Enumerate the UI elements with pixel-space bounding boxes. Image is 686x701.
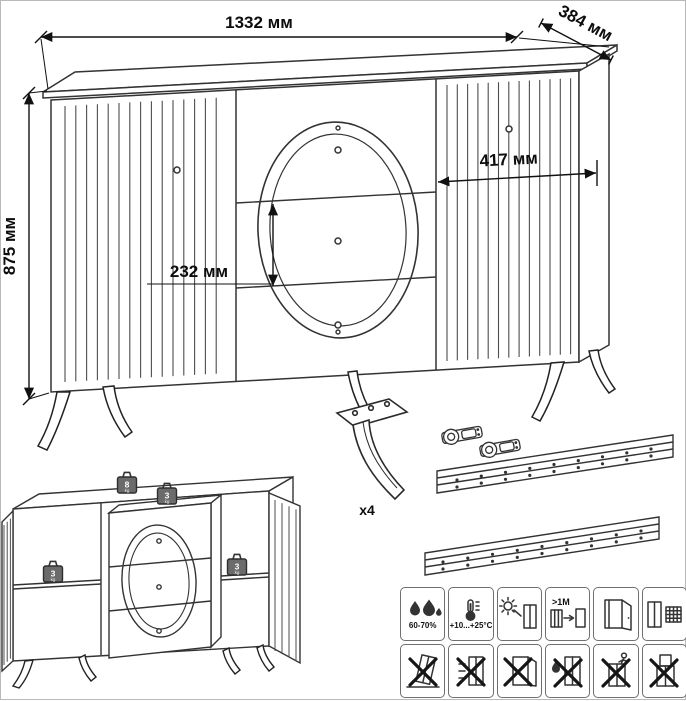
open-view-legs — [11, 643, 276, 689]
sunlight-protection-icon — [496, 587, 542, 641]
svg-text:kg: kg — [165, 499, 170, 504]
right-door-knob — [505, 125, 513, 133]
temperature-icon: +10...+25°C — [448, 587, 494, 641]
depth-dimension-label: 384 мм — [555, 1, 615, 45]
width-dimension-label: 1332 мм — [225, 13, 293, 32]
center-drawer-unit — [106, 493, 224, 659]
left-door-knob — [173, 166, 181, 174]
main-cabinet — [36, 43, 618, 451]
svg-text:3: 3 — [165, 491, 170, 501]
no-drag-icon — [448, 644, 494, 698]
door-ventilation-icon — [593, 587, 639, 641]
svg-text:kg: kg — [51, 577, 56, 582]
inner-width-dimension: 417 мм — [437, 148, 598, 187]
weight-badge-center: 3 kg — [156, 482, 178, 505]
left-door-flutes — [64, 97, 217, 382]
hinge — [479, 438, 521, 458]
weight-badge-left-shelf: 3 kg — [42, 560, 64, 583]
open-left-door-flutes — [3, 518, 11, 665]
no-moisture-icon — [544, 644, 591, 698]
svg-text:>1M: >1M — [552, 597, 570, 607]
height-dimension: 875 мм — [1, 86, 50, 406]
inner-width-dimension-label: 417 мм — [479, 148, 538, 170]
svg-text:kg: kg — [125, 488, 130, 493]
humidity-icon: 60-70% — [400, 587, 446, 641]
no-move-open-icon — [496, 644, 542, 698]
center-drawers — [235, 121, 437, 339]
temperature-label: +10...+25°C — [449, 620, 493, 630]
leg-detail: x4 — [335, 398, 409, 518]
no-tilt-icon — [400, 644, 446, 698]
drawer-knob — [334, 237, 342, 245]
weight-badge-top: 8 kg — [116, 471, 138, 494]
open-right-door — [268, 491, 301, 665]
drawer-slides — [424, 434, 674, 576]
cabinet-body — [50, 52, 610, 393]
open-view-cabinet: 8 kg 3 kg 3 kg 3 kg — [1, 471, 301, 689]
heat-distance-icon: >1M — [544, 587, 591, 641]
weight-badge-right-shelf: 3 kg — [226, 553, 248, 576]
drawer-height-dimension: 232 мм — [147, 204, 279, 286]
drawer-height-dimension-label: 232 мм — [170, 262, 228, 281]
right-door-flutes — [446, 78, 572, 361]
height-dimension-label: 875 мм — [1, 217, 19, 275]
svg-text:kg: kg — [235, 570, 240, 575]
no-heavy-load-icon — [641, 644, 686, 698]
surface-care-icon — [641, 587, 686, 641]
drawer-knob — [334, 146, 342, 154]
svg-text:3: 3 — [235, 562, 240, 572]
hinge — [441, 425, 483, 445]
humidity-label: 60-70% — [408, 620, 437, 630]
svg-text:8: 8 — [125, 480, 130, 490]
cabinet-legs — [36, 349, 617, 451]
care-icon-grid: 60-70% +10...+25°C >1M — [400, 587, 686, 698]
drawer-knob — [334, 321, 342, 329]
leg-qty-label: x4 — [359, 502, 375, 518]
no-climb-icon — [593, 644, 639, 698]
svg-text:3: 3 — [51, 569, 56, 579]
open-right-door-flutes — [274, 500, 297, 661]
